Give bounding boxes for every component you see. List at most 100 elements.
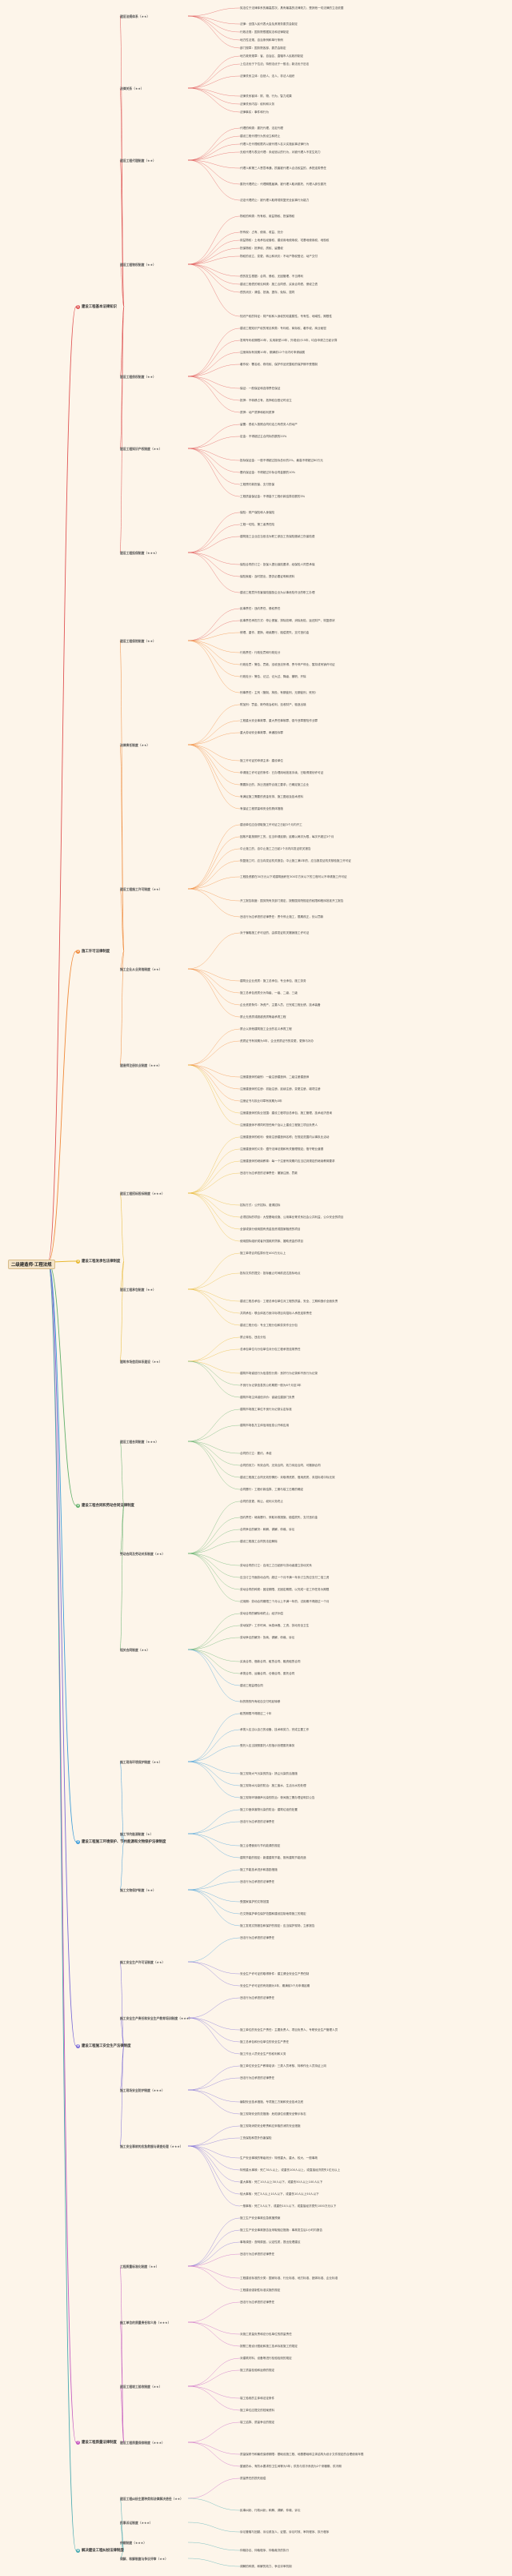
link-line <box>187 1889 241 1927</box>
leaf-node: 注册建造师的权利：使用注册建造师名称；在规定范围内从事执业活动 <box>240 1135 330 1139</box>
leaf-node: 安全生产许可证的有效期为3年，期满前3个月申请延期 <box>240 1983 310 1987</box>
section-node[interactable]: 施工安全生产责任和安全生产教育培训制度（★★★） <box>120 2015 192 2020</box>
leaf-node: 注册商标有效期10年，期满前12个月内可申请续展 <box>240 350 306 354</box>
section-node[interactable]: 法律责任制度（★★） <box>120 742 150 747</box>
link-line <box>187 552 241 593</box>
section-node[interactable]: 建设工程纠纷主要种类和法律解决途径（★★） <box>120 2496 183 2501</box>
link-line <box>187 2229 241 2267</box>
link-line <box>119 2498 125 2551</box>
link-line <box>187 1553 241 1578</box>
leaf-node: 施工单位安全生产教育培训：三类人员考核、特种作业人员持证上岗 <box>240 2064 326 2068</box>
section-node[interactable]: 建设工程合同制度（★★★） <box>120 1439 159 1444</box>
link-line <box>187 2089 241 2103</box>
section-node[interactable]: 施工安全生产许可证制度（★★） <box>120 1959 166 1964</box>
link-line <box>187 744 241 762</box>
link-line <box>119 306 125 449</box>
leaf-node: 抵押：不转移占有，抵押权自登记时设立 <box>240 398 292 402</box>
section-node[interactable]: 建设工程保险制度（★★） <box>120 638 156 643</box>
section-node[interactable]: 施工单位的质量责任和义务（★★★） <box>120 2320 171 2325</box>
leaf-node: 总承包单位与分包单位对分包工程承担连带责任 <box>240 1347 301 1351</box>
section-node[interactable]: 建设工程担保制度（★★★） <box>120 550 159 555</box>
leaf-node: 有保证工程质量和安全的具体措施 <box>240 806 283 810</box>
chapter-number-badge: 3 <box>76 1260 80 1264</box>
leaf-node: 投标保证金：一般不得超过投标总价的2%，最高不得超过80万元 <box>240 458 323 462</box>
link-line <box>187 744 241 798</box>
section-node[interactable]: 施工现场环境保护制度（★★） <box>120 1759 162 1764</box>
section-node[interactable]: 劳动合同及劳动关系制度（★★） <box>120 1551 166 1556</box>
section-node[interactable]: 建设工程招标投标制度（★★★） <box>120 1191 165 1196</box>
link-line <box>187 424 241 449</box>
link-line <box>187 1272 241 1290</box>
section-node[interactable]: 建设工程知识产权制度（★★） <box>120 446 162 451</box>
link-line <box>187 2498 241 2511</box>
link-line <box>119 1192 125 1262</box>
section-node[interactable]: 工程质量标准化制度（★★） <box>120 2264 159 2269</box>
leaf-node: 注册建造师的级别：一级注册建造师、二级注册建造师 <box>240 1075 310 1079</box>
link-line <box>187 968 241 994</box>
leaf-node: 建筑施工企业应当依法为职工参加工伤保险缴纳工伤保险费 <box>240 534 315 538</box>
link-line <box>187 1252 241 1290</box>
leaf-node: 对建筑材料、设备等进行检验检测的规定 <box>240 2356 292 2360</box>
link-line <box>187 1192 241 1206</box>
link-line <box>119 1961 125 2047</box>
section-node[interactable]: 仲裁制度（★★★） <box>120 2540 146 2545</box>
leaf-node: 工程建设强制性标准实施的规定 <box>240 2288 281 2292</box>
link-line <box>187 536 241 553</box>
link-line <box>187 1833 241 1859</box>
link-line <box>187 1360 241 1386</box>
section-node[interactable]: 法律关系（★★） <box>120 86 144 90</box>
section-node[interactable]: 建设工程竣工验收制度（★★） <box>120 2384 162 2389</box>
link-line <box>187 63 241 89</box>
section-node[interactable]: 施工文物保护制度（★★） <box>120 1887 156 1892</box>
section-node[interactable]: 建设工程物权制度（★★） <box>120 262 156 267</box>
leaf-node: 注册建造师不得同时担任两个及以上建设工程施工项目负责人 <box>240 1123 318 1127</box>
section-node[interactable]: 相关合同制度（★★） <box>120 1647 150 1652</box>
section-node[interactable]: 建设工程债权制度（★★） <box>120 374 156 379</box>
link-line <box>187 340 241 377</box>
link-line <box>187 2478 241 2499</box>
link-line <box>187 135 241 161</box>
leaf-node: 全部或部分使用国有资金投资或国家融资的项目 <box>240 1227 301 1231</box>
link-line <box>119 2522 125 2551</box>
link-line <box>187 1713 241 1762</box>
section-node[interactable]: 建设法规体系（★★） <box>120 14 150 18</box>
section-node[interactable]: 建造师注册执业制度（★★★） <box>120 1063 162 1067</box>
section-node[interactable]: 施工现场安全防护制度（★★★） <box>120 2088 165 2092</box>
section-node[interactable]: 建筑市场信用体系建设（★★） <box>120 1359 162 1364</box>
section-node[interactable]: 施工企业从业资格制度（★★） <box>120 967 162 971</box>
leaf-node: 建设工程施工合同的法定解除 <box>240 1539 278 1543</box>
link-line <box>187 2301 241 2323</box>
link-line <box>119 87 125 307</box>
link-line <box>187 1745 241 1762</box>
link-line <box>187 744 241 786</box>
link-line <box>47 1261 77 2551</box>
chapter-number-badge: 1 <box>76 305 80 309</box>
leaf-node: 对于骗取施工许可证的，由原发证机关撤销施工许可证 <box>240 930 310 934</box>
link-line <box>187 2369 241 2387</box>
link-line <box>187 1441 241 1490</box>
section-node[interactable]: 建设工程承包制度（★★） <box>120 1287 156 1292</box>
leaf-node: 建设工程总承包：工程总承包单位对工程的质量、安全、工期和造价全面负责 <box>240 1299 338 1303</box>
link-line <box>187 1064 241 1114</box>
section-node[interactable]: 民事诉讼制度（★★★） <box>120 2520 153 2525</box>
leaf-node: 工程建设标准的分类：国家标准、行业标准、地方标准、团体标准、企业标准 <box>240 2276 338 2280</box>
section-node[interactable]: 施工节约能源制度（★） <box>120 1831 154 1836</box>
section-node[interactable]: 施工安全事故的应急救援与调查处理（★★★） <box>120 2144 183 2148</box>
section-node[interactable]: 建设工程代理制度（★★） <box>120 158 156 163</box>
section-node[interactable]: 调解、和解制度与争议评审（★★） <box>120 2556 168 2561</box>
leaf-node: 物权的设立、变更、转让和消灭：不动产物权登记，动产交付 <box>240 254 318 258</box>
section-node[interactable]: 建设工程质量保修制度（★★★） <box>120 2440 165 2445</box>
root-node[interactable]: 二级建造师·工程法规 <box>8 1260 55 1269</box>
link-line <box>187 15 241 49</box>
link-line <box>187 1997 241 2019</box>
leaf-node: 建筑业企业资质：施工总承包、专业承包、施工劳务 <box>240 979 306 983</box>
section-node[interactable]: 建设工程施工许可制度（★★） <box>120 886 162 891</box>
